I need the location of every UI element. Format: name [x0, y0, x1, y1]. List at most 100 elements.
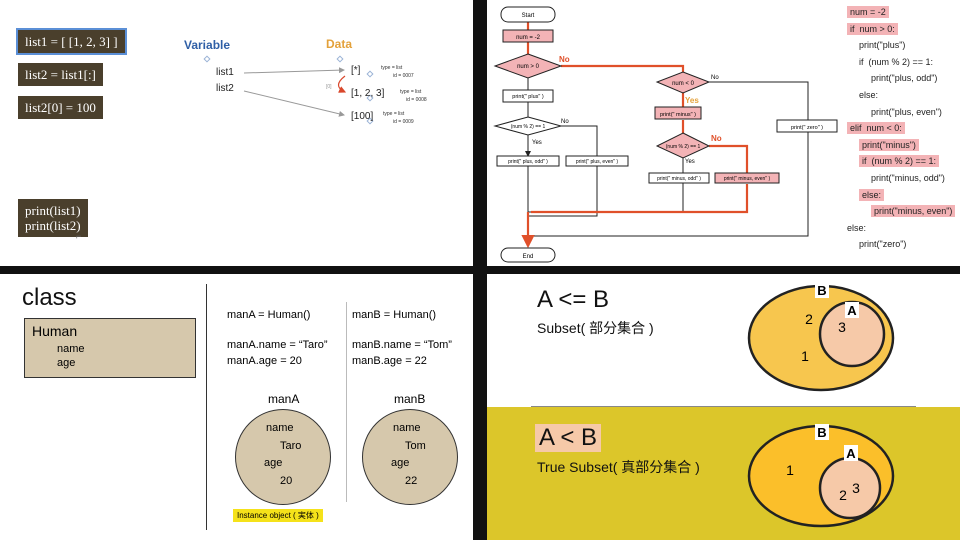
code-line-text: if (num % 2) == 1: [859, 56, 934, 67]
obj-inner-list: [1, 2, 3] [351, 88, 385, 99]
code-box-print[interactable]: print(list1) print(list2) [18, 199, 88, 237]
instance-b-circle: name Tom age 22 [362, 409, 458, 505]
ref-arrow-list1 [243, 67, 345, 74]
code-line-text: else: [847, 222, 867, 233]
code-line: else: [839, 220, 959, 237]
code-line: print("zero") [839, 236, 959, 253]
section-divider [531, 406, 916, 407]
flow-print-plus-odd [496, 155, 560, 167]
svg-text:A: A [846, 446, 856, 461]
svg-text:2: 2 [805, 311, 813, 327]
class-attr-name: name [57, 343, 85, 355]
svg-text:Start: Start [522, 13, 535, 19]
obj-inner-id: id = 0008 [406, 97, 427, 103]
svg-text:Yes: Yes [532, 140, 542, 146]
panel-list-copy: list1 = [ [1, 2, 3] ] list2 = list1[:] l… [0, 0, 473, 266]
inst-a-name-key: name [266, 422, 294, 434]
obj-new-list: [100] [351, 111, 374, 122]
flow-print-plus-even [565, 155, 629, 167]
code-box-assign[interactable]: list2[0] = 100 [18, 96, 103, 119]
ref-arrow-list2 [243, 90, 345, 117]
svg-text:print(" minus" ): print(" minus" ) [660, 112, 696, 118]
index-label: [0] [326, 84, 332, 90]
inst-b-label: manB [394, 392, 426, 406]
code-line-text: print("plus") [859, 40, 906, 51]
svg-text:num > 0: num > 0 [517, 64, 540, 70]
inst-b-name-key: name [393, 422, 421, 434]
code-line-text: if (num % 2) == 1: [859, 155, 940, 168]
svg-text:Yes: Yes [685, 96, 699, 105]
flowchart: Start num = -2 num > 0 No print(" plus" … [493, 6, 838, 263]
svg-text:No: No [559, 55, 570, 64]
svg-text:print(" plus, odd" ): print(" plus, odd" ) [508, 159, 548, 165]
panel-class: class Human name age manA = Human() manA… [0, 274, 473, 540]
svg-text:3: 3 [838, 319, 846, 335]
inst-b-age-key: age [391, 457, 410, 469]
code-line: if (num % 2) == 1: [839, 153, 959, 170]
code-line: elif num < 0: [839, 120, 959, 137]
subset-subtitle: Subset( 部分集合 ) [537, 320, 654, 336]
code-b-create: manB = Human() [352, 309, 437, 321]
svg-text:2: 2 [839, 487, 847, 503]
flow-print-plus [502, 89, 554, 103]
true-subset-subtitle: True Subset( 真部分集合 ) [537, 459, 700, 475]
obj-outer-type: type = list [381, 65, 403, 71]
flow-end [500, 247, 556, 263]
code-line-text: if num > 0: [847, 22, 898, 35]
code-a-name: manA.name = “Taro” [227, 339, 328, 351]
code-a-create: manA = Human() [227, 309, 311, 321]
true-subset-title: A < B [535, 424, 602, 452]
svg-text:(num % 2) == 1: (num % 2) == 1 [511, 124, 546, 130]
code-box-list1[interactable]: list1 = [ [1, 2, 3] ] [16, 28, 127, 55]
var-list2: list2 [216, 83, 234, 94]
svg-text:A: A [847, 303, 857, 318]
svg-text:No: No [711, 75, 719, 81]
inst-a-label: manA [268, 392, 300, 406]
class-title: class [22, 284, 77, 311]
code-a-age: manA.age = 20 [227, 355, 302, 367]
mouse-cursor-icon: ⌐ [76, 231, 82, 241]
svg-text:print(" plus" ): print(" plus" ) [512, 94, 544, 100]
inst-b-name-val: Tom [405, 440, 426, 452]
code-b-age: manB.age = 22 [352, 355, 427, 367]
flow-assign [502, 29, 554, 43]
svg-text:B: B [817, 283, 826, 298]
panel-subset: A <= B Subset( 部分集合 ) A < B True Subset(… [487, 274, 960, 540]
code-line: print("plus") [839, 37, 959, 54]
reference-diagram: [0] [203, 55, 374, 125]
class-box: Human name age [24, 318, 196, 378]
code-line: else: [839, 187, 959, 204]
code-line-text: print("minus, odd") [871, 172, 945, 183]
venn-bottom-inner [818, 456, 882, 520]
inst-b-age-val: 22 [405, 475, 418, 487]
variable-heading: Variable [184, 38, 231, 52]
code-line-text: print("minus") [859, 138, 919, 151]
class-name: Human [32, 323, 78, 339]
flow-print-zero [776, 119, 838, 133]
svg-text:No: No [711, 134, 722, 143]
svg-text:print(" minus, even" ): print(" minus, even" ) [724, 176, 771, 182]
instance-a-circle: name Taro age 20 [235, 409, 331, 505]
svg-text:print(" plus, even" ): print(" plus, even" ) [576, 159, 619, 165]
flow-cond-minus-odd [655, 132, 711, 159]
code-line-text: else: [859, 89, 879, 100]
code-instance-b: manB = Human() manB.name = “Tom” manB.ag… [352, 308, 452, 368]
inst-a-name-val: Taro [280, 440, 302, 452]
svg-text:print(" zero" ): print(" zero" ) [791, 125, 823, 131]
var-list1: list1 [216, 67, 234, 78]
code-line-text: print("minus, even") [871, 205, 956, 218]
venn-top-outer-label-bg [815, 282, 829, 298]
venn-top-inner-label-bg [845, 302, 859, 318]
code-line-text: elif num < 0: [847, 122, 905, 135]
code-box-list2[interactable]: list2 = list1[:] [18, 63, 103, 86]
svg-text:Yes: Yes [685, 159, 695, 165]
code-b-name: manB.name = “Tom” [352, 339, 452, 351]
instance-object-label: Instance object ( 実体 ) [233, 509, 323, 522]
subset-title: A <= B [537, 286, 610, 313]
svg-text:B: B [817, 425, 826, 440]
obj-outer-list: [*] [351, 65, 361, 76]
data-heading: Data [326, 37, 353, 51]
